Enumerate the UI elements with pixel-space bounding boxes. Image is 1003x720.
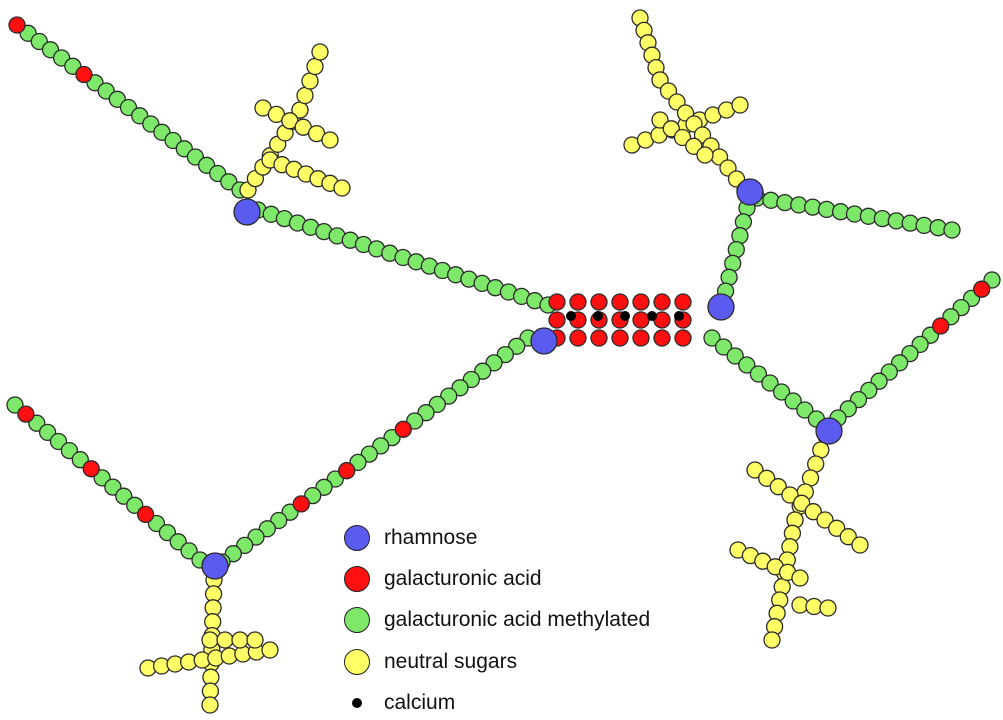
galacturonic-acid-methylated-unit xyxy=(749,365,768,383)
galacturonic-acid-unit xyxy=(611,329,629,347)
galacturonic-acid-unit xyxy=(674,293,692,311)
rhamnose-unit xyxy=(530,327,558,355)
neutral-sugar-unit xyxy=(851,536,869,554)
galacturonic-acid-methylated-unit xyxy=(726,347,744,365)
galacturonic-acid-unit xyxy=(611,293,629,311)
neutral-sugar-unit xyxy=(781,486,799,504)
neutral-sugar-unit xyxy=(793,494,811,512)
calcium-ion xyxy=(620,311,630,321)
galacturonic-acid-unit xyxy=(590,293,608,311)
neutral-sugar-unit xyxy=(804,503,822,521)
galacturonic-acid-methylated-unit xyxy=(738,356,756,374)
galacturonic-acid-methylated-unit xyxy=(796,401,814,419)
galacturonic-acid-methylated-unit xyxy=(772,383,791,401)
rhamnose-unit xyxy=(707,293,735,321)
galacturonic-acid-unit xyxy=(590,329,608,347)
neutral-sugar-unit xyxy=(651,111,669,129)
neutral-sugar-unit xyxy=(758,469,776,487)
neutral-sugar-unit xyxy=(261,641,279,659)
neutral-sugar-unit xyxy=(696,146,714,164)
neutral-sugar-unit xyxy=(763,631,781,649)
galacturonic-acid-unit xyxy=(292,495,310,513)
galacturonic-acid-methylated-unit xyxy=(859,207,878,225)
neutral-sugar-unit xyxy=(296,86,314,105)
neutral-sugar-unit xyxy=(201,631,219,649)
galacturonic-acid-unit xyxy=(653,329,671,347)
galacturonic-acid-methylated-unit xyxy=(784,392,802,410)
neutral-sugar-unit xyxy=(731,96,749,114)
calcium-ion xyxy=(566,311,576,321)
neutral-sugar-unit xyxy=(321,131,339,149)
rhamnose-unit xyxy=(233,198,261,226)
neutral-sugar-unit xyxy=(819,599,837,617)
galacturonic-acid-unit xyxy=(932,317,950,335)
galacturonic-acid-unit xyxy=(75,65,93,84)
galacturonic-acid-unit xyxy=(548,293,566,311)
galacturonic-acid-unit xyxy=(82,460,100,478)
neutral-sugar-unit xyxy=(246,631,264,649)
neutral-sugar-unit xyxy=(301,72,319,90)
neutral-sugar-unit xyxy=(311,43,329,61)
neutral-sugar-unit xyxy=(201,696,219,714)
galacturonic-acid-methylated-unit xyxy=(817,200,836,219)
rhamnose-unit xyxy=(736,178,764,206)
galacturonic-acid-unit xyxy=(569,293,587,311)
galacturonic-acid-unit xyxy=(632,311,650,329)
galacturonic-acid-unit xyxy=(338,462,356,480)
neutral-sugar-unit xyxy=(231,631,249,649)
galacturonic-acid-methylated-unit xyxy=(943,221,961,239)
galacturonic-acid-unit xyxy=(17,405,35,423)
galacturonic-acid-methylated-unit xyxy=(761,374,779,392)
neutral-sugar-unit xyxy=(839,528,857,546)
neutral-sugar-unit xyxy=(216,631,234,649)
galacturonic-acid-unit xyxy=(653,293,671,311)
galacturonic-acid-methylated-unit xyxy=(915,216,933,235)
rhamnose-unit xyxy=(201,552,229,580)
calcium-ion xyxy=(593,311,603,321)
galacturonic-acid-methylated-unit xyxy=(714,338,733,356)
galacturonic-acid-unit xyxy=(973,280,991,298)
galacturonic-acid-unit xyxy=(674,329,692,347)
galacturonic-acid-unit xyxy=(569,329,587,347)
galacturonic-acid-methylated-unit xyxy=(762,191,780,209)
calcium-ion xyxy=(674,311,684,321)
neutral-sugar-unit xyxy=(816,511,834,529)
galacturonic-acid-unit xyxy=(632,329,650,347)
galacturonic-acid-unit xyxy=(8,16,26,34)
neutral-sugar-unit xyxy=(828,519,846,537)
galacturonic-acid-unit xyxy=(136,505,155,524)
rhamnose-unit xyxy=(815,417,843,445)
galacturonic-acid-unit xyxy=(548,311,566,329)
neutral-sugar-unit xyxy=(306,57,324,76)
calcium-ion xyxy=(647,311,657,321)
galacturonic-acid-unit xyxy=(394,420,412,438)
galacturonic-acid-methylated-unit xyxy=(703,329,721,347)
neutral-sugar-unit xyxy=(673,128,692,147)
galacturonic-acid-unit xyxy=(632,293,650,311)
neutral-sugar-unit xyxy=(746,461,764,479)
neutral-sugar-unit xyxy=(769,478,787,496)
neutral-sugar-unit xyxy=(333,179,351,197)
neutral-sugar-unit xyxy=(791,569,809,587)
